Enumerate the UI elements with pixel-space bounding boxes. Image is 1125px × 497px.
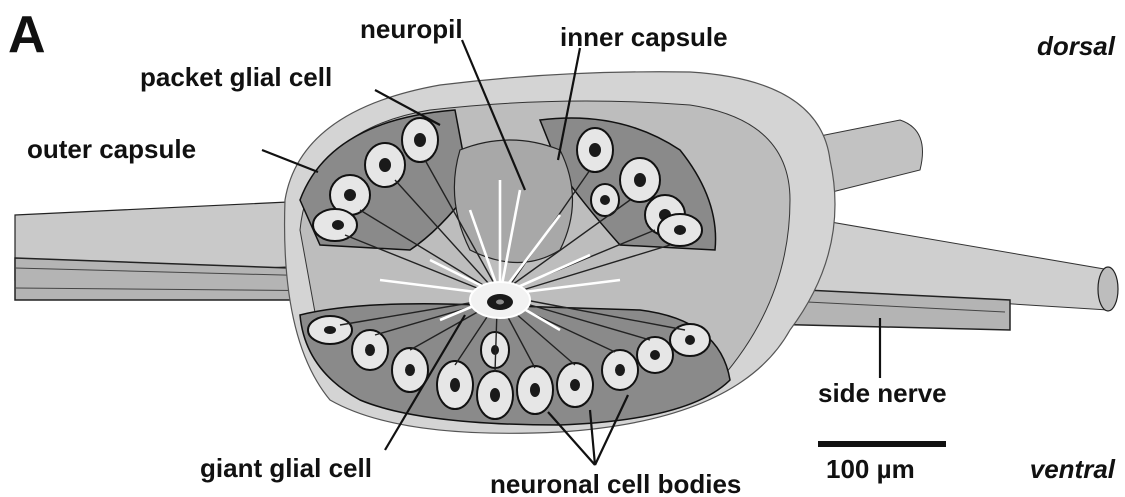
- nucleus: [600, 195, 610, 205]
- label-outer-capsule: outer capsule: [27, 134, 196, 164]
- cell-body: [602, 350, 638, 390]
- nerve-cut-end: [1098, 267, 1118, 311]
- nucleus: [365, 344, 375, 356]
- cell-body: [402, 118, 438, 162]
- panel-letter: A: [8, 6, 46, 64]
- nucleus: [530, 383, 540, 397]
- scale-bar-label: 100 µm: [826, 454, 915, 484]
- cell-body: [308, 316, 352, 344]
- cell-body: [352, 330, 388, 370]
- nucleus: [344, 189, 356, 201]
- cell-body: [637, 337, 673, 373]
- cell-body: [577, 128, 613, 172]
- cell-body: [477, 371, 513, 419]
- nucleus: [650, 350, 660, 360]
- cell-body: [365, 143, 405, 187]
- label-giant-glial-cell: giant glial cell: [200, 453, 372, 483]
- nucleus: [685, 335, 695, 345]
- nucleus: [490, 388, 500, 402]
- cell-body: [620, 158, 660, 202]
- cell-body: [658, 214, 702, 246]
- label-neuropil: neuropil: [360, 14, 463, 44]
- label-dorsal: dorsal: [1037, 31, 1116, 61]
- label-packet-glial-cell: packet glial cell: [140, 62, 332, 92]
- cell-body: [557, 363, 593, 407]
- label-neuronal-cell-bodies: neuronal cell bodies: [490, 469, 741, 497]
- nucleus: [589, 143, 601, 157]
- cell-body: [437, 361, 473, 409]
- nucleus: [332, 220, 344, 230]
- nucleus: [414, 133, 426, 147]
- cell-body: [313, 209, 357, 241]
- label-side-nerve: side nerve: [818, 378, 947, 408]
- nucleus: [615, 364, 625, 376]
- nucleus: [674, 225, 686, 235]
- nucleus: [450, 378, 460, 392]
- nucleus: [634, 173, 646, 187]
- nucleus: [570, 379, 580, 391]
- label-inner-capsule: inner capsule: [560, 22, 728, 52]
- nucleus: [405, 364, 415, 376]
- nucleus: [324, 326, 336, 334]
- nucleus: [379, 158, 391, 172]
- cell-body: [517, 366, 553, 414]
- label-ventral: ventral: [1030, 454, 1116, 484]
- scale-bar: [818, 441, 946, 447]
